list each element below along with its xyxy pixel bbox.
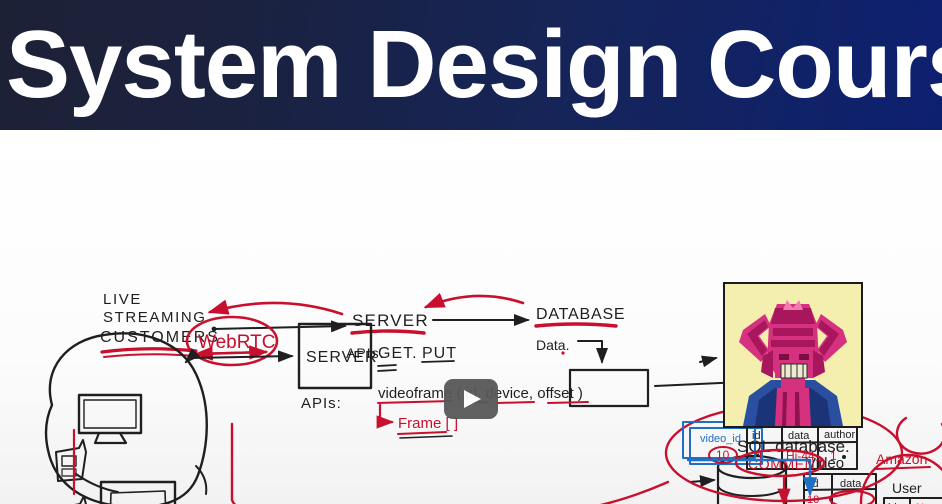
user-table	[883, 497, 942, 504]
webrtc-ellipse	[185, 315, 279, 367]
label-comment-table: COMMENT	[748, 456, 825, 472]
label-apis-mid: APIs:	[301, 395, 342, 412]
label-comment-col-videoid: video_id	[700, 433, 741, 445]
label-live: LIVE	[103, 291, 142, 308]
label-comment-val-author: 1	[830, 449, 837, 463]
whiteboard-drawing: LIVE STREAMING CUSTOMERS SERVER APIs. DA…	[44, 291, 942, 504]
label-frame-array: Frame [ ]	[398, 415, 458, 432]
play-button[interactable]	[444, 379, 498, 419]
client-devices-blob	[44, 332, 208, 504]
label-comment-col-data: data	[788, 430, 810, 442]
label-data: Data.	[536, 337, 569, 353]
video-data-highlight	[828, 489, 876, 504]
tablet-icon	[99, 480, 177, 504]
phone-icon-1	[55, 439, 87, 482]
comment-videoid-box	[689, 427, 763, 465]
label-database: DATABASE	[536, 306, 625, 323]
label-user-col-name: Name	[916, 502, 942, 504]
label-comment-val-videoid: 10	[716, 448, 730, 462]
label-get: GET.	[378, 345, 418, 362]
monitor-icon	[77, 393, 143, 435]
server-box	[297, 322, 373, 390]
play-triangle-icon	[464, 390, 481, 408]
label-video-col-id: id	[810, 478, 819, 490]
label-comment-col-id: id	[752, 430, 761, 442]
label-put: PUT	[422, 345, 457, 362]
title-banner: System Design Course	[0, 0, 942, 130]
label-streaming: STREAMING	[103, 309, 207, 326]
user-highlight-circle	[859, 453, 942, 504]
label-server-top: SERVER	[352, 311, 429, 330]
comment-videoid-highlight	[708, 446, 738, 464]
comment-title-ellipse	[734, 448, 826, 478]
empty-box	[568, 368, 650, 408]
galactus-thumbnail	[723, 282, 863, 428]
phone-icon-2	[74, 495, 87, 504]
label-webrtc: WebRTC	[198, 332, 275, 353]
label-video-col-data: data	[840, 478, 862, 490]
label-server-mid: SERVER	[306, 349, 378, 366]
label-comment-val-id: 1	[757, 449, 764, 463]
page-title: System Design Course	[6, 11, 942, 118]
whiteboard-canvas: LIVE STREAMING CUSTOMERS SERVER APIs. DA…	[0, 130, 942, 504]
label-apis-top: APIs.	[346, 345, 384, 361]
comment-videoid-box-back	[682, 421, 756, 459]
label-user-table: User	[892, 480, 922, 496]
label-user-col-id: id	[888, 502, 897, 504]
label-comment-col-author: author	[824, 429, 856, 441]
